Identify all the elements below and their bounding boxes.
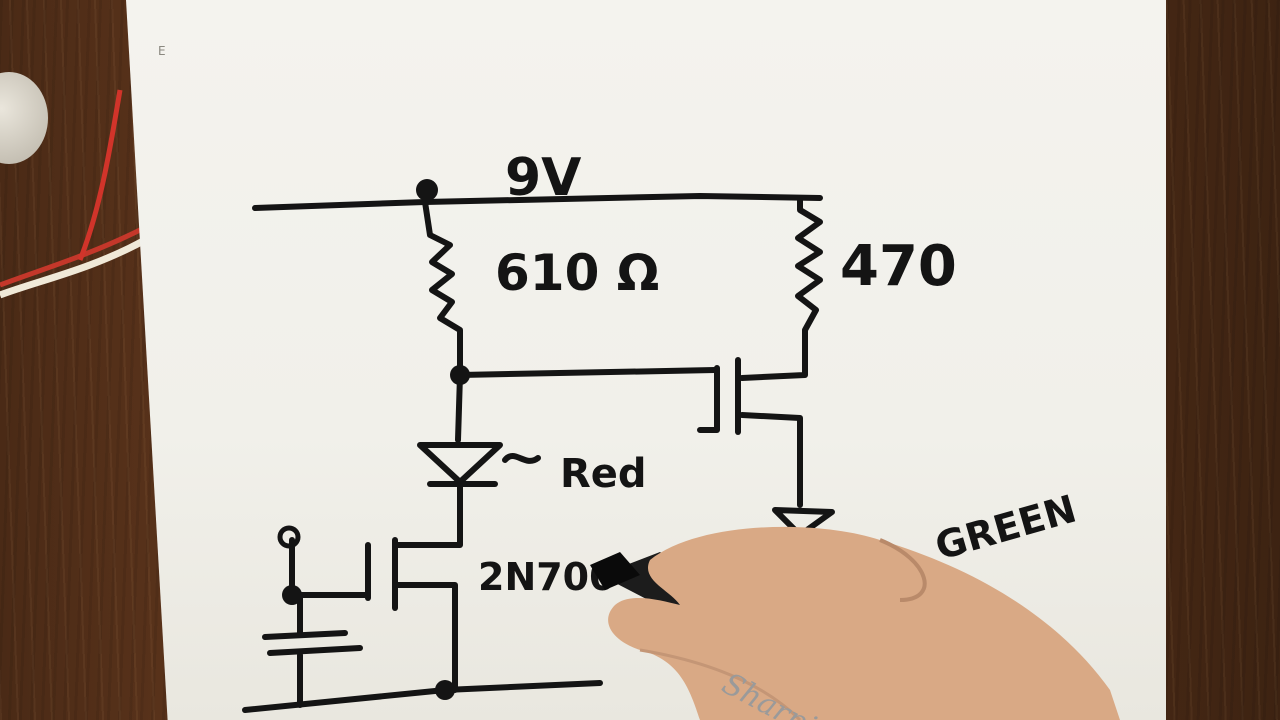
led1-label: Red [560, 451, 647, 497]
r2-label: 470 [840, 234, 957, 299]
mosfet-q2-source [739, 412, 803, 508]
resistor-r1 [422, 199, 463, 378]
hand-shape [608, 526, 1120, 720]
desk-wires [0, 89, 147, 299]
cap-plate-bottom [267, 645, 363, 656]
switch-terminal [277, 525, 301, 549]
wire-to-red-led [455, 372, 463, 443]
node-gate [282, 585, 302, 605]
gate-wire-q2 [457, 367, 718, 378]
node-ground [435, 680, 455, 700]
node-top [416, 179, 438, 201]
r1-label: 610 Ω [495, 244, 659, 302]
cap-plate-top [262, 630, 348, 640]
wire-red-led-to-q1 [395, 481, 463, 548]
mosfet-q1-source [395, 582, 458, 693]
transistor-label: 2N700 [478, 555, 616, 599]
red-led [417, 442, 503, 485]
supply-label: 9V [505, 148, 581, 208]
node-mid [450, 365, 470, 385]
supply-rail [252, 193, 823, 211]
mosfet-q2-gate-plate [697, 365, 720, 433]
resistor-r2 [739, 197, 823, 381]
corner-mark: E [158, 44, 166, 58]
green-led [772, 507, 835, 538]
